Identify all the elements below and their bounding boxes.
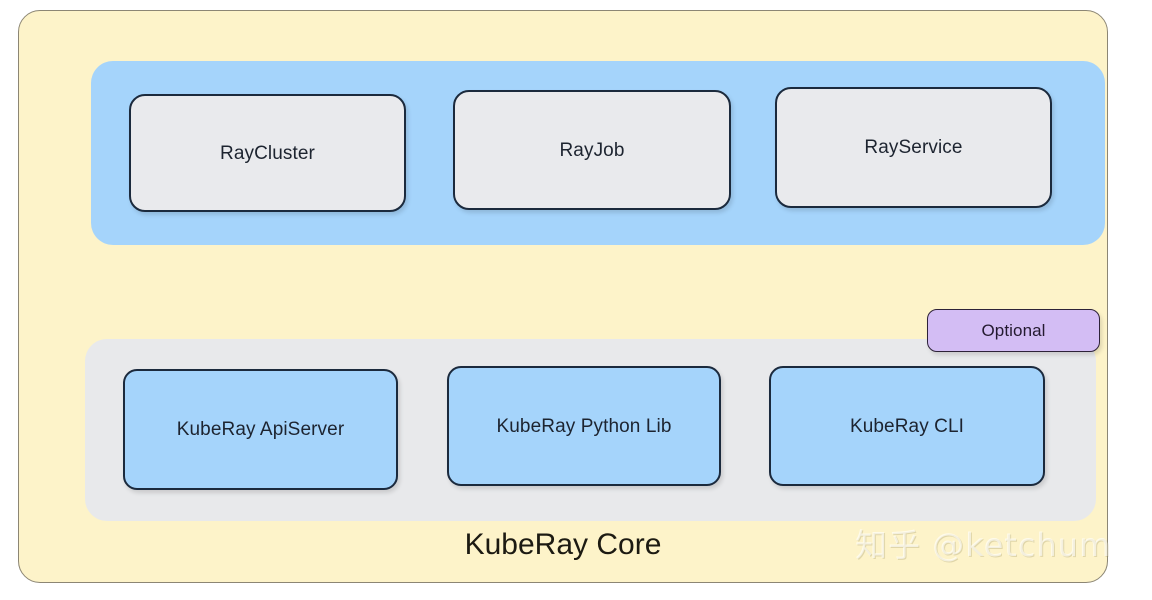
node-kuberay-python-lib[interactable]: KubeRay Python Lib xyxy=(447,366,721,486)
node-raycluster[interactable]: RayCluster xyxy=(129,94,406,212)
node-rayjob[interactable]: RayJob xyxy=(453,90,731,210)
node-kuberay-apiserver-label: KubeRay ApiServer xyxy=(176,419,345,440)
node-kuberay-cli[interactable]: KubeRay CLI xyxy=(769,366,1045,486)
node-rayservice[interactable]: RayService xyxy=(775,87,1052,208)
diagram-title: KubeRay Core xyxy=(464,528,662,561)
node-kuberay-cli-label: KubeRay CLI xyxy=(849,415,965,437)
node-kuberay-python-lib-label: KubeRay Python Lib xyxy=(496,415,672,437)
node-kuberay-apiserver[interactable]: KubeRay ApiServer xyxy=(123,369,398,490)
optional-badge-label: Optional xyxy=(981,321,1046,340)
node-rayservice-label: RayService xyxy=(864,137,963,158)
node-rayjob-label: RayJob xyxy=(559,139,625,161)
node-raycluster-label: RayCluster xyxy=(220,142,315,164)
kuberay-core-container: RayCluster RayJob RayService KubeRay Api… xyxy=(18,10,1108,583)
optional-badge: Optional xyxy=(927,309,1100,352)
